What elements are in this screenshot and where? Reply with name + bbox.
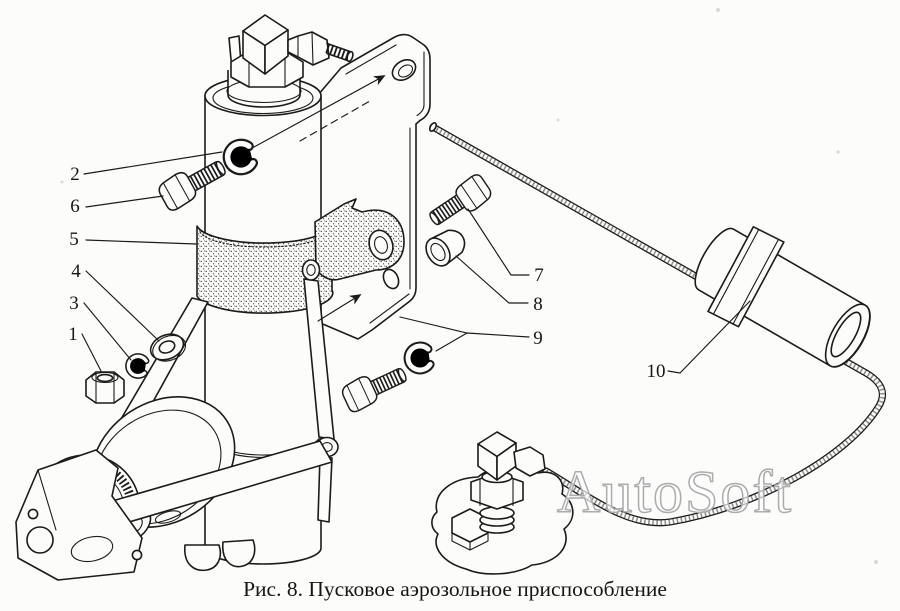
bolt-7 [424, 172, 494, 232]
callout-2: 2 [70, 164, 80, 185]
pipe-sleeve [694, 225, 871, 368]
callout-10: 10 [647, 361, 666, 382]
callout-6: 6 [70, 196, 80, 217]
callout-8: 8 [533, 294, 543, 315]
callout-4: 4 [71, 261, 81, 282]
valve-assembly [226, 14, 354, 108]
callout-3: 3 [69, 293, 79, 314]
callout-labels: 2 6 5 4 3 1 7 8 9 10 [68, 164, 665, 382]
watermark: AutoSoft [557, 459, 793, 525]
annotation-leaders [81, 75, 751, 374]
bolt-lower [339, 360, 410, 414]
drum-bracket [15, 449, 143, 581]
callout-9: 9 [533, 328, 543, 349]
callout-5: 5 [69, 229, 79, 250]
foam-clamp-band [196, 198, 405, 314]
snap-ring-2 [225, 142, 254, 174]
figure-caption: Рис. 8. Пусковое аэрозольное приспособле… [243, 577, 667, 601]
snap-ring-9 [406, 345, 430, 372]
mounting-bracket [317, 33, 431, 340]
callout-1: 1 [68, 324, 78, 345]
hanger-link [301, 259, 339, 523]
scan-noise [60, 8, 878, 564]
armored-pipe [428, 122, 886, 527]
nozzle-fitting [431, 431, 574, 575]
callout-7: 7 [534, 265, 544, 286]
bushing-8 [425, 229, 466, 267]
nut-1 [85, 371, 125, 404]
